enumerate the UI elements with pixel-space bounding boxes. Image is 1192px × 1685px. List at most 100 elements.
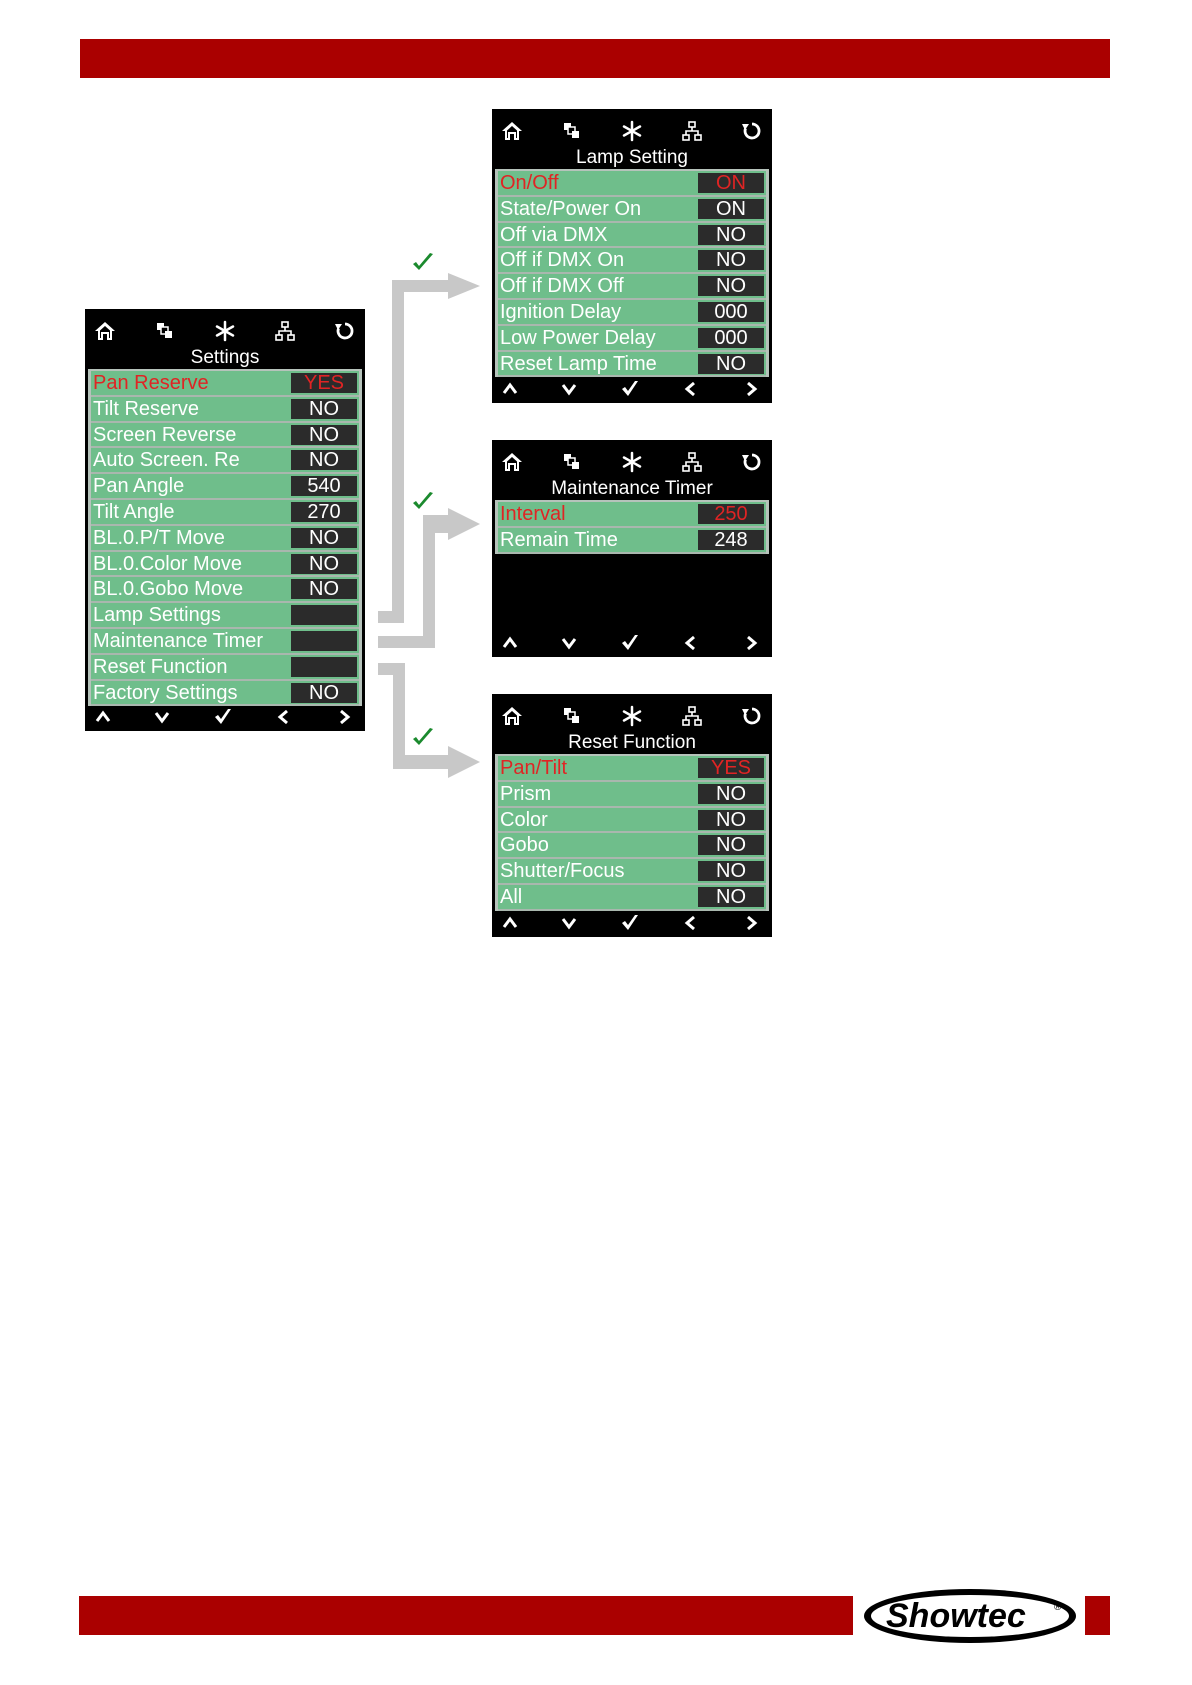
- menu-row-value: NO: [698, 353, 764, 374]
- menu-row-label: Prism: [500, 782, 552, 805]
- refresh-icon[interactable]: [740, 450, 764, 474]
- refresh-icon[interactable]: [333, 319, 357, 343]
- menu-row-value: 000: [698, 301, 764, 322]
- layers-icon[interactable]: [153, 319, 177, 343]
- network-icon[interactable]: [680, 450, 704, 474]
- home-icon[interactable]: [500, 704, 524, 728]
- panel-toolbar: [492, 450, 772, 478]
- menu-row-label: Pan/Tilt: [500, 757, 568, 779]
- home-icon[interactable]: [93, 319, 117, 343]
- menu-row-label: Color: [500, 808, 548, 831]
- network-icon[interactable]: [273, 319, 297, 343]
- menu-row[interactable]: Reset Lamp Time NO: [498, 351, 766, 378]
- menu-row-value: YES: [698, 758, 764, 778]
- menu-row-label: Maintenance Timer: [93, 629, 264, 652]
- menu-row-value: NO: [291, 450, 357, 471]
- logo-mark: ®: [1054, 1602, 1062, 1613]
- home-icon[interactable]: [500, 450, 524, 474]
- layers-icon[interactable]: [560, 119, 584, 143]
- refresh-icon[interactable]: [740, 704, 764, 728]
- menu-row[interactable]: Lamp Settings: [91, 603, 359, 629]
- network-icon[interactable]: [680, 119, 704, 143]
- panel-navigation: [492, 632, 772, 654]
- asterisk-icon[interactable]: [620, 450, 644, 474]
- menu-row-value: NO: [698, 809, 764, 830]
- menu-row-label: BL.0.Color Move: [93, 552, 242, 575]
- network-icon[interactable]: [680, 704, 704, 728]
- menu-row-label: Reset Lamp Time: [500, 352, 657, 375]
- menu-row-label: Low Power Delay: [500, 326, 656, 349]
- down-chevron-icon[interactable]: [558, 632, 580, 654]
- up-chevron-icon[interactable]: [499, 378, 521, 400]
- asterisk-icon[interactable]: [620, 119, 644, 143]
- down-chevron-icon[interactable]: [558, 378, 580, 400]
- menu-row-label: Off if DMX On: [500, 249, 625, 272]
- down-chevron-icon[interactable]: [558, 912, 580, 934]
- menu-row-value: NO: [291, 424, 357, 445]
- layers-icon[interactable]: [560, 450, 584, 474]
- menu-row-value: NO: [698, 224, 764, 245]
- check-icon[interactable]: [619, 912, 641, 934]
- right-chevron-icon[interactable]: [333, 706, 355, 728]
- panel-title: Reset Function: [568, 732, 696, 753]
- check-icon[interactable]: [619, 632, 641, 654]
- asterisk-icon[interactable]: [620, 704, 644, 728]
- menu-row-value: NO: [291, 579, 357, 600]
- menu-row-value: 540: [291, 476, 357, 497]
- up-chevron-icon[interactable]: [499, 632, 521, 654]
- menu-row-label: All: [500, 885, 523, 908]
- right-chevron-icon[interactable]: [740, 378, 762, 400]
- left-chevron-icon[interactable]: [680, 912, 702, 934]
- menu-row[interactable]: Maintenance Timer: [91, 628, 359, 655]
- refresh-icon[interactable]: [740, 119, 764, 143]
- home-icon[interactable]: [500, 119, 524, 143]
- menu-row-label: Gobo: [500, 834, 549, 857]
- layers-icon[interactable]: [560, 704, 584, 728]
- left-chevron-icon[interactable]: [680, 632, 702, 654]
- left-chevron-icon[interactable]: [680, 378, 702, 400]
- check-icon[interactable]: [212, 706, 234, 728]
- up-chevron-icon[interactable]: [499, 912, 521, 934]
- check-icon[interactable]: [619, 378, 641, 400]
- up-chevron-icon[interactable]: [92, 706, 114, 728]
- left-chevron-icon[interactable]: [273, 706, 295, 728]
- panel-title: Maintenance Timer: [551, 478, 713, 499]
- menu-row[interactable]: Pan/Tilt YES: [498, 756, 766, 782]
- right-chevron-icon[interactable]: [740, 912, 762, 934]
- menu-row[interactable]: Color NO: [498, 807, 766, 834]
- panel-title: Lamp Setting: [576, 147, 688, 168]
- right-chevron-icon[interactable]: [740, 632, 762, 654]
- check-icon: [411, 252, 435, 274]
- asterisk-icon[interactable]: [213, 319, 237, 343]
- menu-row[interactable]: Reset Function: [91, 654, 359, 681]
- menu-row-label: Tilt Reserve: [93, 397, 199, 420]
- header-bar: [80, 39, 1110, 78]
- menu-row-value: NO: [291, 682, 357, 703]
- down-chevron-icon[interactable]: [151, 706, 173, 728]
